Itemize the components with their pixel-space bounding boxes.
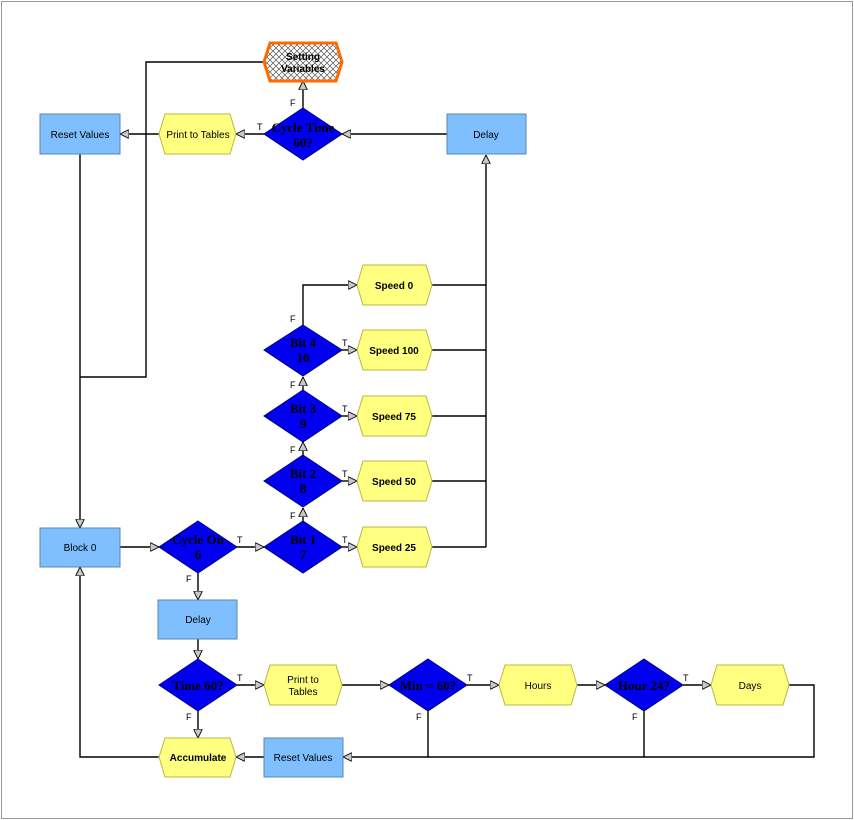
connector-days-return <box>343 684 815 757</box>
hours-block[interactable]: Hours <box>498 664 578 706</box>
speed-100-label: Speed 100 <box>369 346 419 357</box>
cycle-time-label-1: Cycle Time <box>272 120 335 135</box>
cycle-on-decision[interactable]: Cycle On 6 <box>158 520 238 574</box>
label-true-cycleon: T <box>237 535 243 545</box>
connector-bit4-to-speed0 <box>302 285 357 325</box>
bit-3-decision[interactable]: Bit 3 9 <box>263 389 343 443</box>
delay-top-block[interactable]: Delay <box>446 113 527 155</box>
speed-75-block[interactable]: Speed 75 <box>356 395 433 437</box>
setting-variables-block[interactable]: Setting Variables <box>262 41 344 83</box>
label-false-min: F <box>416 712 422 722</box>
days-block[interactable]: Days <box>710 664 790 706</box>
min-label: Min = 60? <box>400 678 457 693</box>
label-false-bit1: F <box>290 511 296 521</box>
time-label: Time 60? <box>172 678 223 693</box>
print-to-tables-bottom-label-2: Tables <box>289 687 318 698</box>
bit-2-label-2: 8 <box>300 481 307 496</box>
branch-labels: F T F T F T F T F T T F T F T F T F <box>186 98 689 722</box>
hour-decision[interactable]: Hour 24? <box>604 658 684 712</box>
reset-values-bottom-label: Reset Values <box>274 753 333 764</box>
setting-variables-label-2: Variables <box>281 64 325 75</box>
delay-top-label: Delay <box>473 130 499 141</box>
label-false-bit4: F <box>290 314 296 324</box>
print-to-tables-bottom-block[interactable]: Print to Tables <box>263 664 343 706</box>
connector-accumulate-to-block0 <box>80 567 159 758</box>
cycle-time-decision[interactable]: Cycle Time 60? <box>263 107 343 161</box>
cycle-time-label-2: 60? <box>293 135 313 150</box>
hour-label: Hour 24? <box>618 678 670 693</box>
bit-3-label-2: 9 <box>300 416 307 431</box>
block-0-label: Block 0 <box>64 543 97 554</box>
bit-2-label-1: Bit 2 <box>290 466 316 481</box>
label-false-cycleon: F <box>186 574 192 584</box>
label-false-bit2: F <box>290 445 296 455</box>
connector-setting-to-block0 <box>80 61 264 378</box>
bit-1-label-2: 7 <box>300 547 307 562</box>
connectors <box>80 61 815 758</box>
bit-4-decision[interactable]: Bit 4 10 <box>263 324 343 377</box>
cycle-on-label-2: 6 <box>195 547 202 562</box>
print-to-tables-top-block[interactable]: Print to Tables <box>158 113 237 155</box>
setting-variables-label-1: Setting <box>286 52 320 63</box>
speed-25-label: Speed 25 <box>372 543 416 554</box>
speed-25-block[interactable]: Speed 25 <box>356 526 433 568</box>
label-true-cycletime: T <box>257 122 263 132</box>
label-true-time: T <box>237 673 243 683</box>
label-true-bit1: T <box>342 535 348 545</box>
min-decision[interactable]: Min = 60? <box>388 658 468 712</box>
reset-values-top-label: Reset Values <box>51 130 110 141</box>
accumulate-block[interactable]: Accumulate <box>158 737 237 778</box>
label-false-cycletime: F <box>290 98 296 108</box>
speed-75-label: Speed 75 <box>372 412 416 423</box>
label-false-hour: F <box>632 712 638 722</box>
cycle-on-label-1: Cycle On <box>172 532 224 547</box>
block-0[interactable]: Block 0 <box>39 527 121 568</box>
bit-1-decision[interactable]: Bit 1 7 <box>263 520 343 574</box>
speed-100-block[interactable]: Speed 100 <box>356 329 433 371</box>
bit-2-decision[interactable]: Bit 2 8 <box>263 454 343 508</box>
hours-label: Hours <box>525 681 552 692</box>
time-decision[interactable]: Time 60? <box>158 658 238 712</box>
label-true-bit3: T <box>342 404 348 414</box>
bit-3-label-1: Bit 3 <box>290 401 317 416</box>
label-false-bit3: F <box>290 380 296 390</box>
days-label: Days <box>739 681 762 692</box>
print-to-tables-bottom-label-1: Print to <box>287 675 319 686</box>
speed-0-block[interactable]: Speed 0 <box>356 264 433 306</box>
delay-mid-label: Delay <box>185 615 211 626</box>
speed-50-label: Speed 50 <box>372 477 416 488</box>
print-to-tables-top-label: Print to Tables <box>166 130 229 141</box>
bit-1-label-1: Bit 1 <box>290 532 316 547</box>
label-true-bit4: T <box>342 338 348 348</box>
label-true-bit2: T <box>342 469 348 479</box>
reset-values-bottom-block[interactable]: Reset Values <box>263 737 344 778</box>
label-true-hour: T <box>683 673 689 683</box>
accumulate-label: Accumulate <box>170 753 227 764</box>
label-true-min: T <box>467 673 473 683</box>
speed-50-block[interactable]: Speed 50 <box>356 460 433 502</box>
speed-0-label: Speed 0 <box>375 281 414 292</box>
bit-4-label-1: Bit 4 <box>290 335 317 350</box>
reset-values-top-block[interactable]: Reset Values <box>39 113 121 155</box>
label-false-time: F <box>186 712 192 722</box>
bit-4-label-2: 10 <box>297 350 310 365</box>
delay-mid-block[interactable]: Delay <box>157 599 238 640</box>
